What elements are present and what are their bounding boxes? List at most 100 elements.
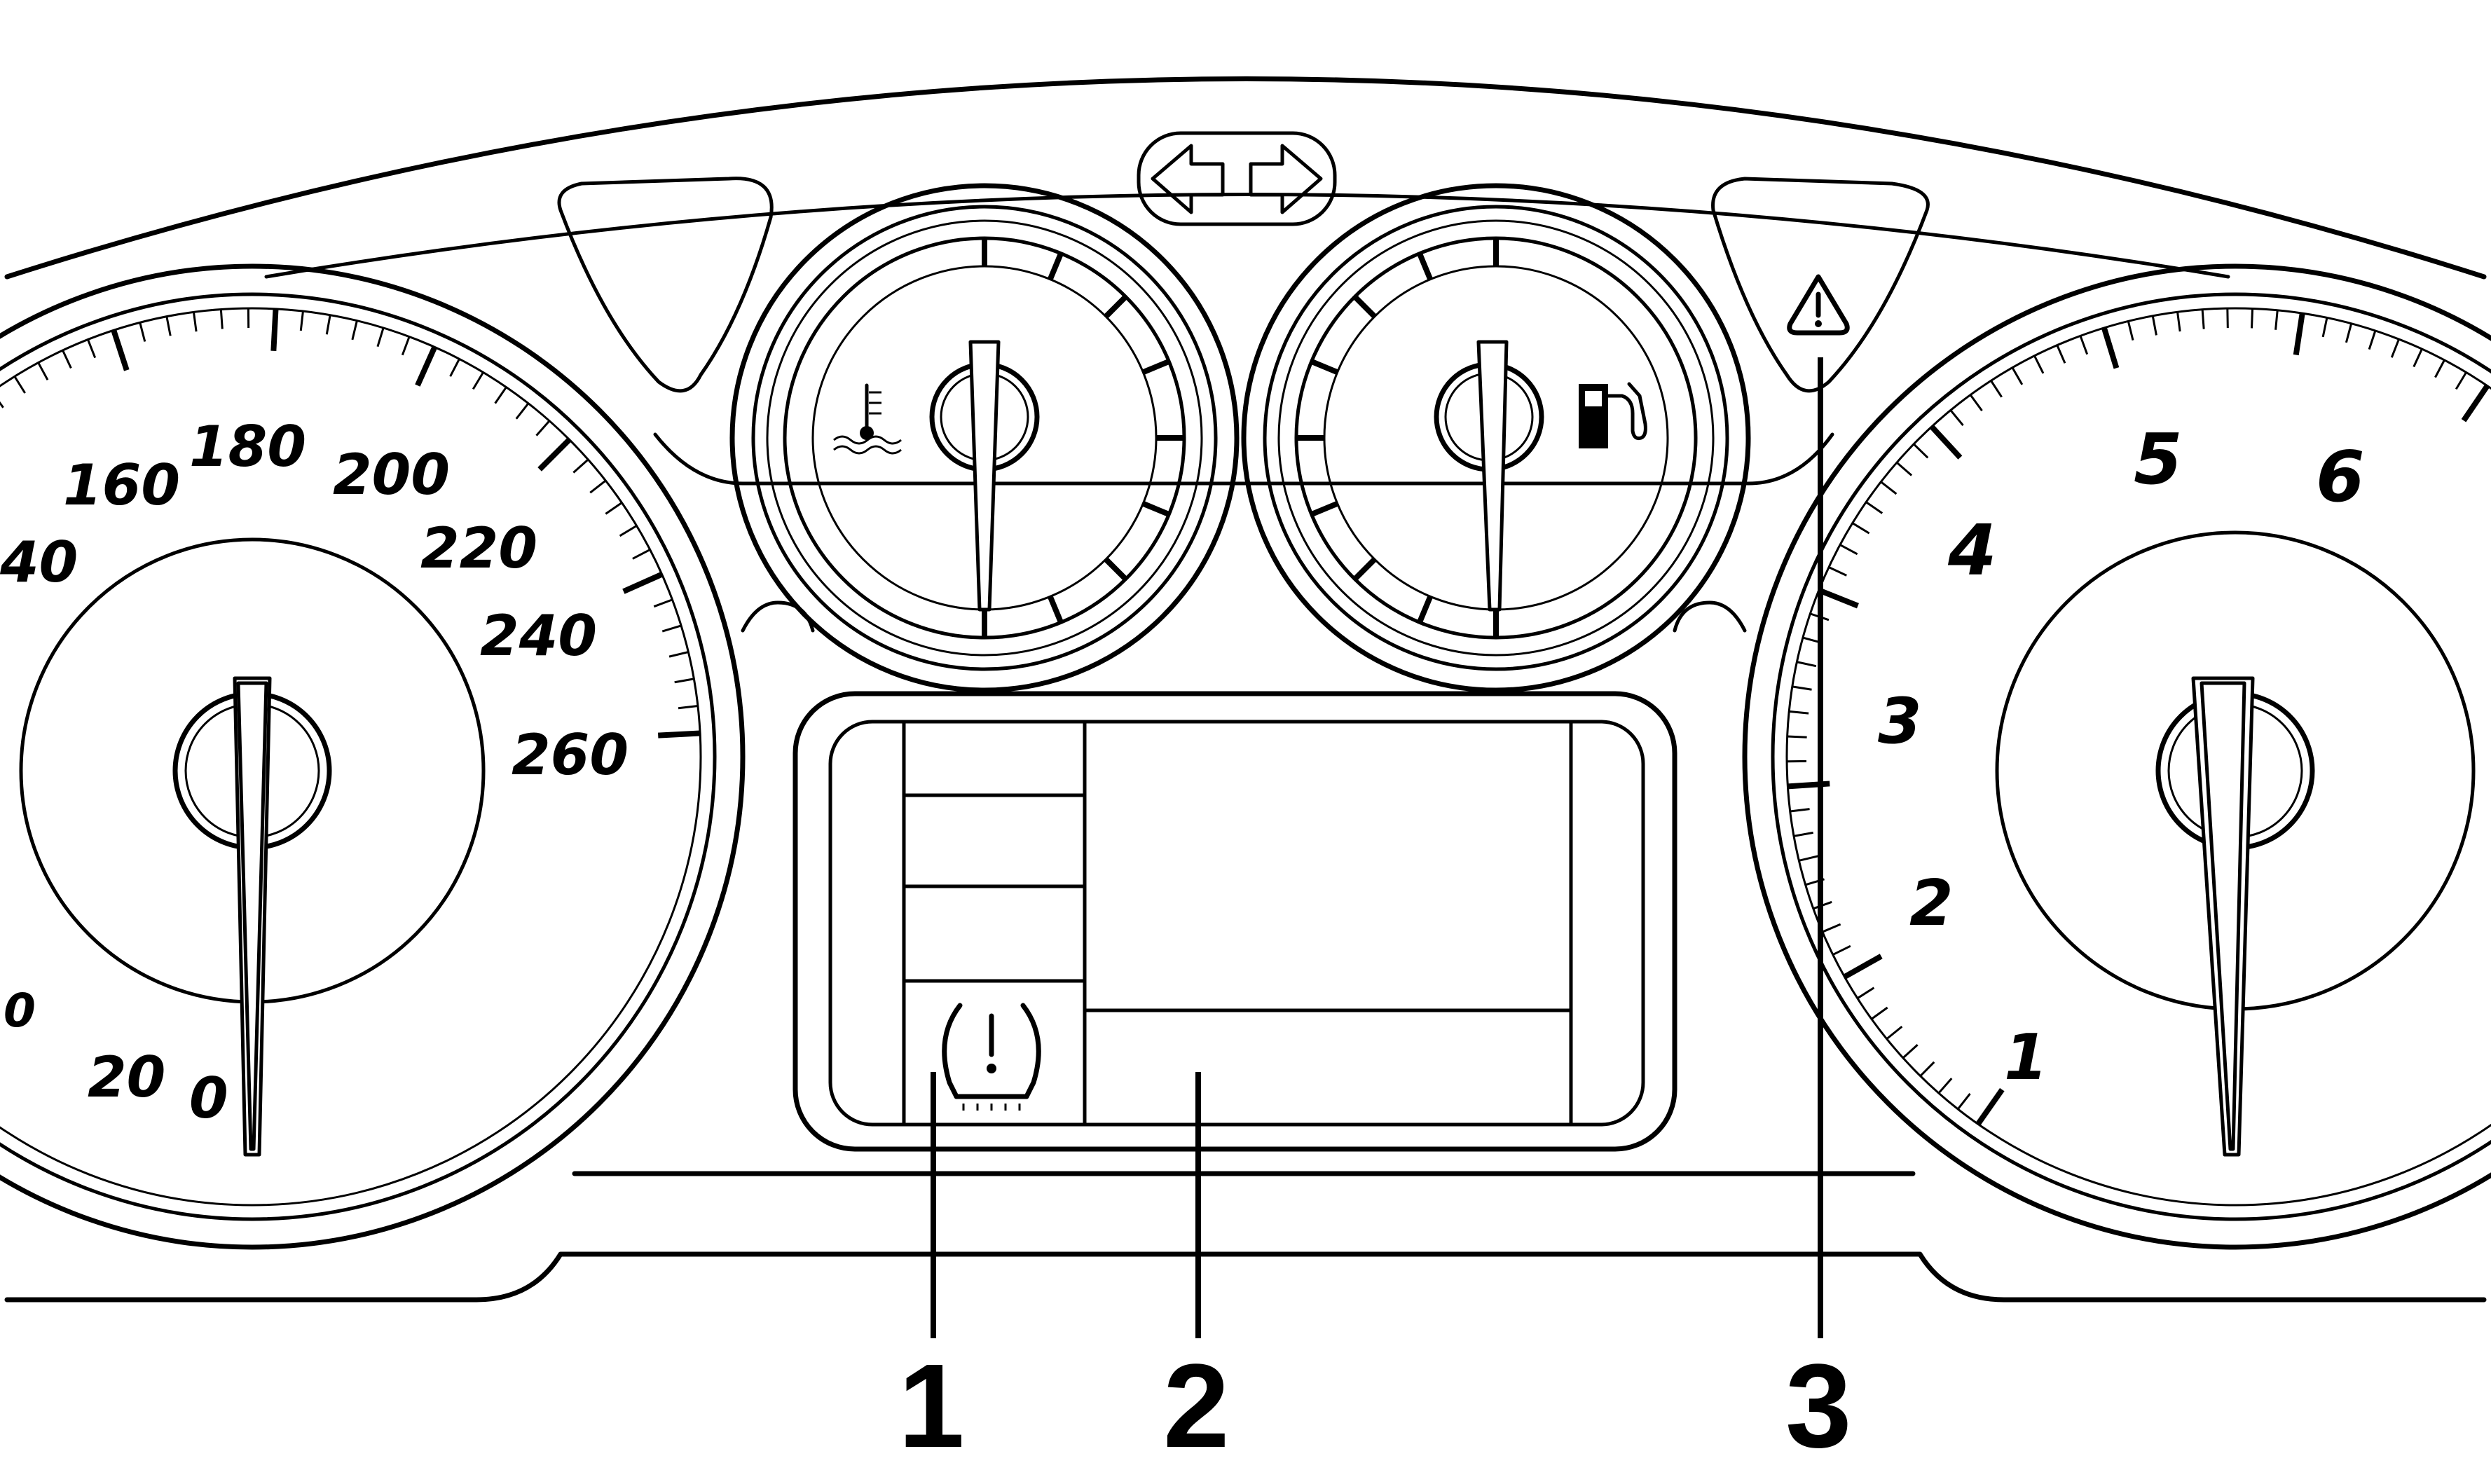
- coolant-temperature-icon: [833, 383, 902, 455]
- speedometer-tick-minor: [62, 350, 72, 369]
- speed-label-180: 180: [189, 414, 306, 479]
- tachometer-tick-major: [1975, 1087, 2005, 1126]
- tachometer-tick-minor: [1789, 710, 1809, 715]
- speedometer-dial-ring: [0, 307, 702, 1207]
- speedometer-tick-minor: [192, 312, 198, 332]
- speedometer-tick-minor: [619, 525, 638, 537]
- callout-number-1: 1: [898, 1340, 965, 1473]
- speedometer-tick-minor: [139, 322, 146, 342]
- tachometer-dial-ring: [1785, 307, 2491, 1207]
- coolant-tick-major: [1104, 294, 1128, 319]
- tachometer-tick-minor: [1797, 661, 1817, 668]
- tachometer-tick-minor: [1937, 1078, 1953, 1094]
- tachometer-tick-minor: [1902, 1043, 1919, 1059]
- speedometer-tick-minor: [653, 598, 673, 608]
- tachometer-tick-minor: [1787, 735, 1807, 738]
- speedometer-tick-major: [415, 345, 437, 387]
- speedometer-tick-minor: [472, 371, 484, 390]
- tachometer-tick-minor: [1969, 394, 1983, 412]
- tachometer-tick-minor: [2321, 317, 2328, 338]
- fuel-gauge-bezel-inner: [1263, 205, 1729, 671]
- speedometer-tick-minor: [535, 420, 551, 437]
- fuel-pump-icon: [1579, 382, 1647, 448]
- speedometer-ticks: [0, 308, 701, 738]
- left-turn-arrow-icon: [1151, 144, 1225, 214]
- speedometer-tick-minor: [87, 338, 97, 359]
- rpm-label-3: 3: [1878, 685, 1922, 758]
- speed-label-220: 220: [420, 516, 537, 581]
- coolant-tick-major: [1048, 252, 1064, 281]
- tachometer-tick-minor: [1990, 380, 2003, 398]
- speed-label-0: 0: [189, 1066, 228, 1131]
- tachometer-tick-minor: [2250, 308, 2254, 329]
- fuel-tick-major: [1352, 294, 1377, 319]
- tachometer-tick-minor: [1790, 808, 1810, 813]
- speed-label-20: 20: [88, 1045, 165, 1110]
- speed-label-40: 40: [0, 530, 78, 595]
- tachometer: 1 2 3 4 5 6: [1742, 263, 2491, 1250]
- fuel-tick-major: [1417, 595, 1433, 624]
- multifunction-display: [792, 691, 1677, 1152]
- tachometer-tick-minor: [1799, 855, 1819, 862]
- callout-number-2: 2: [1163, 1340, 1230, 1473]
- tachometer-tick-minor: [2151, 315, 2157, 336]
- rpm-label-5: 5: [2134, 418, 2183, 500]
- speedometer-tick-major: [270, 308, 279, 352]
- tachometer-tick-minor: [2079, 335, 2089, 355]
- fuel-gauge: [1241, 183, 1751, 693]
- speedometer-tick-minor: [165, 316, 172, 336]
- coolant-gauge-ring: [766, 219, 1203, 657]
- speedometer-needle-tip: [236, 681, 268, 1151]
- tachometer-tick-minor: [2274, 310, 2279, 330]
- tachometer-needle-tip: [2200, 681, 2246, 1151]
- coolant-tick-major: [1048, 595, 1064, 624]
- tachometer-tick-minor: [2390, 338, 2400, 358]
- fuel-tick-major: [1417, 252, 1433, 281]
- speedometer-tick-minor: [13, 376, 26, 394]
- tachometer-tick-minor: [1913, 443, 1929, 459]
- left-upper-indicator-housing: [557, 177, 774, 393]
- tachometer-tick-minor: [1919, 1061, 1935, 1077]
- rpm-label-6: 6: [2316, 436, 2365, 518]
- speedometer-tick-minor: [325, 315, 331, 335]
- tachometer-tick-minor: [1949, 409, 1964, 427]
- right-upper-indicator-housing: [1711, 177, 1930, 393]
- fuel-gauge-needle: [1476, 340, 1509, 612]
- coolant-gauge-needle: [968, 340, 1001, 612]
- speedometer-tick-minor: [674, 678, 694, 684]
- tachometer-tick-minor: [2345, 323, 2353, 343]
- speedometer-tick-minor: [572, 458, 589, 474]
- speedometer-tick-major: [111, 329, 130, 371]
- central-panel-right-bump: [1673, 600, 1747, 633]
- speed-label-260: 260: [512, 722, 629, 788]
- coolant-gauge-bezel-inner: [751, 205, 1218, 671]
- speedometer-tick-minor: [668, 651, 689, 658]
- speedometer-bezel-outer: [0, 263, 746, 1250]
- turn-signal-frame: [1137, 131, 1337, 226]
- tachometer-tick-major: [2461, 384, 2490, 422]
- tachometer-tick-major: [1818, 587, 1859, 609]
- tachometer-tick-minor: [1851, 522, 1870, 535]
- tachometer-tick-minor: [1880, 481, 1898, 495]
- speedometer-bezel-inner: [0, 292, 717, 1221]
- speed-label-160: 160: [63, 453, 180, 518]
- speed-label-200: 200: [333, 442, 450, 507]
- coolant-gauge-bezel-outer: [729, 183, 1240, 693]
- speedometer-tick-minor: [661, 624, 682, 633]
- tachometer-tick-major: [1929, 425, 1963, 460]
- speedometer-tick-minor: [449, 358, 460, 377]
- speedometer-tick-minor: [376, 327, 385, 348]
- speedometer-tick-minor: [632, 549, 651, 560]
- rpm-label-1: 1: [2004, 1021, 2048, 1094]
- cluster-bottom-outline: [4, 1251, 2487, 1303]
- tachometer-tick-minor: [1839, 544, 1858, 556]
- speedometer-tick-minor: [589, 479, 607, 494]
- fuel-tick-major: [1352, 557, 1377, 582]
- coolant-temperature-gauge: [729, 183, 1240, 693]
- speedometer-tick-major: [622, 572, 664, 594]
- coolant-tick-major: [1141, 359, 1170, 375]
- tachometer-tick-minor: [1793, 831, 1813, 837]
- right-turn-arrow-icon: [1249, 144, 1323, 214]
- tachometer-ticks: [1787, 308, 2490, 1126]
